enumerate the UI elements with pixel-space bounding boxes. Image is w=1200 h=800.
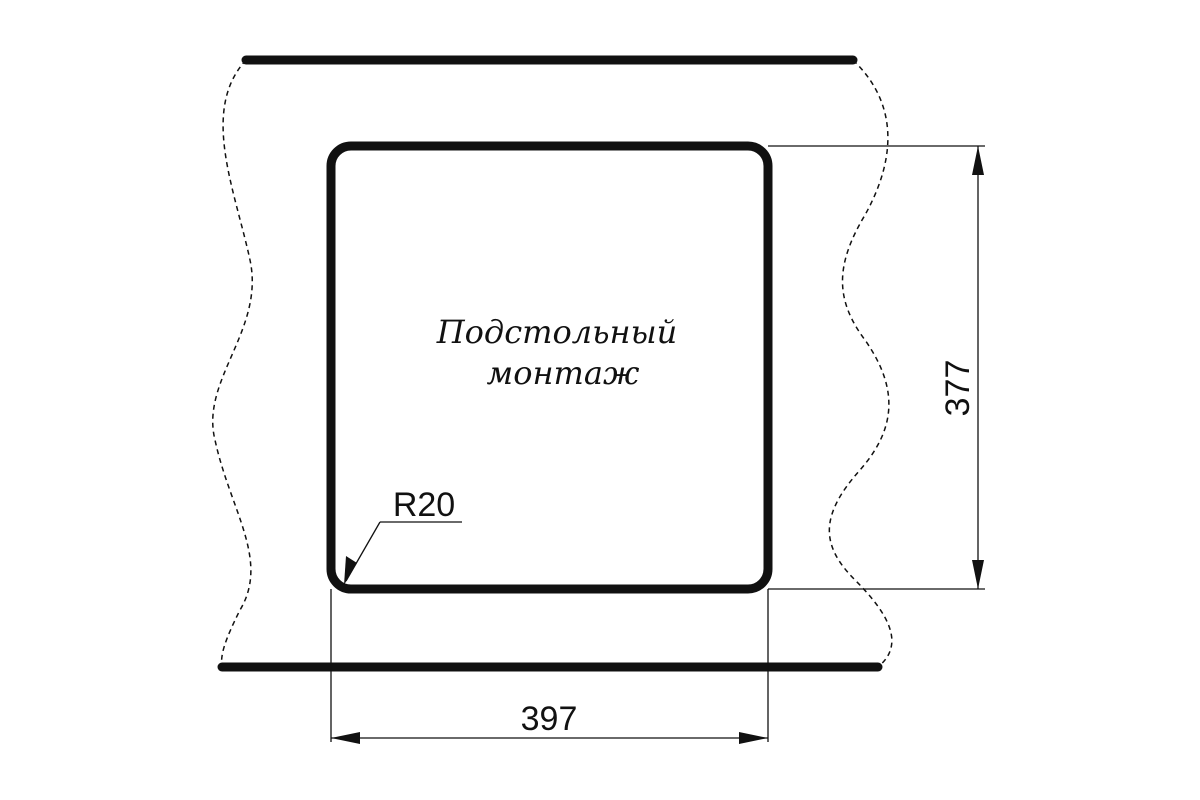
height-arrow-top <box>972 146 984 175</box>
radius-label: R20 <box>393 486 455 524</box>
right-break-line <box>828 59 893 668</box>
height-dimension-label: 377 <box>939 360 977 417</box>
mount-label-line1: Подстольный <box>436 313 678 351</box>
width-arrow-right <box>739 732 768 744</box>
mount-label-line2: монтаж <box>487 354 640 392</box>
width-dimension-label: 397 <box>521 700 578 738</box>
height-arrow-bottom <box>972 560 984 589</box>
width-arrow-left <box>331 732 360 744</box>
sink-outline <box>326 141 773 594</box>
left-break-line <box>212 59 253 668</box>
radius-arrow <box>344 556 357 585</box>
